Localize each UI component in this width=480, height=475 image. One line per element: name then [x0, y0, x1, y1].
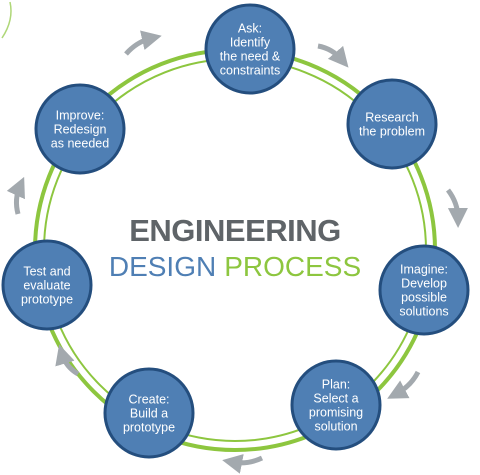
- step-imagine-label-line: possible: [401, 291, 447, 305]
- cycle-arrow-6: [6, 176, 25, 215]
- step-create-circle: [103, 367, 195, 459]
- step-ask-label-line: the need &: [220, 50, 281, 64]
- step-ask-label-line: Identify: [230, 36, 271, 50]
- step-research-label-line: Research: [365, 111, 419, 125]
- title-process: PROCESS: [224, 251, 361, 282]
- cycle-arrow-5: [55, 344, 80, 377]
- cycle-arrow-4: [222, 454, 264, 474]
- cycle-arrows: [6, 30, 468, 474]
- step-improve-label-line: Redesign: [54, 123, 107, 137]
- cycle-arrow-1: [317, 43, 349, 68]
- step-create-label-line: Create:: [129, 393, 170, 407]
- decorative-arc: [1, 1, 12, 39]
- step-test-label-line: prototype: [21, 293, 73, 307]
- step-create-label-line: prototype: [123, 421, 175, 435]
- step-imagine-label-line: solutions: [399, 305, 448, 319]
- step-plan-label-line: solution: [314, 420, 357, 434]
- cycle-arrow-7: [124, 30, 162, 56]
- step-ask-circle: [204, 3, 296, 95]
- step-ask-label-line: Ask:: [238, 22, 262, 36]
- title-design: DESIGN: [109, 251, 216, 282]
- step-imagine-circle: [378, 244, 470, 336]
- cycle-arrow-2: [445, 188, 468, 228]
- step-imagine-label-line: Imagine:: [400, 263, 448, 277]
- step-plan-label-line: promising: [309, 406, 363, 420]
- step-test-label-line: Test and: [23, 265, 70, 279]
- step-research-circle: [346, 78, 438, 170]
- step-research-label-line: the problem: [359, 125, 425, 139]
- step-plan-label-line: Select a: [313, 392, 358, 406]
- step-improve-label-line: as needed: [51, 137, 109, 151]
- step-ask-label-line: constraints: [220, 64, 280, 78]
- cycle-arrow-3: [387, 370, 421, 399]
- step-plan-label-line: Plan:: [322, 378, 351, 392]
- step-improve-circle: [34, 83, 126, 175]
- step-create-label-line: Build a: [130, 407, 168, 421]
- title-engineering: ENGINEERING: [129, 213, 341, 248]
- step-plan-circle: [290, 359, 382, 451]
- step-imagine-label-line: Develop: [401, 277, 447, 291]
- title-design-process: DESIGN PROCESS: [109, 251, 361, 282]
- step-test-label-line: evaluate: [23, 279, 70, 293]
- step-test-circle: [1, 239, 93, 331]
- step-improve-label-line: Improve:: [56, 109, 105, 123]
